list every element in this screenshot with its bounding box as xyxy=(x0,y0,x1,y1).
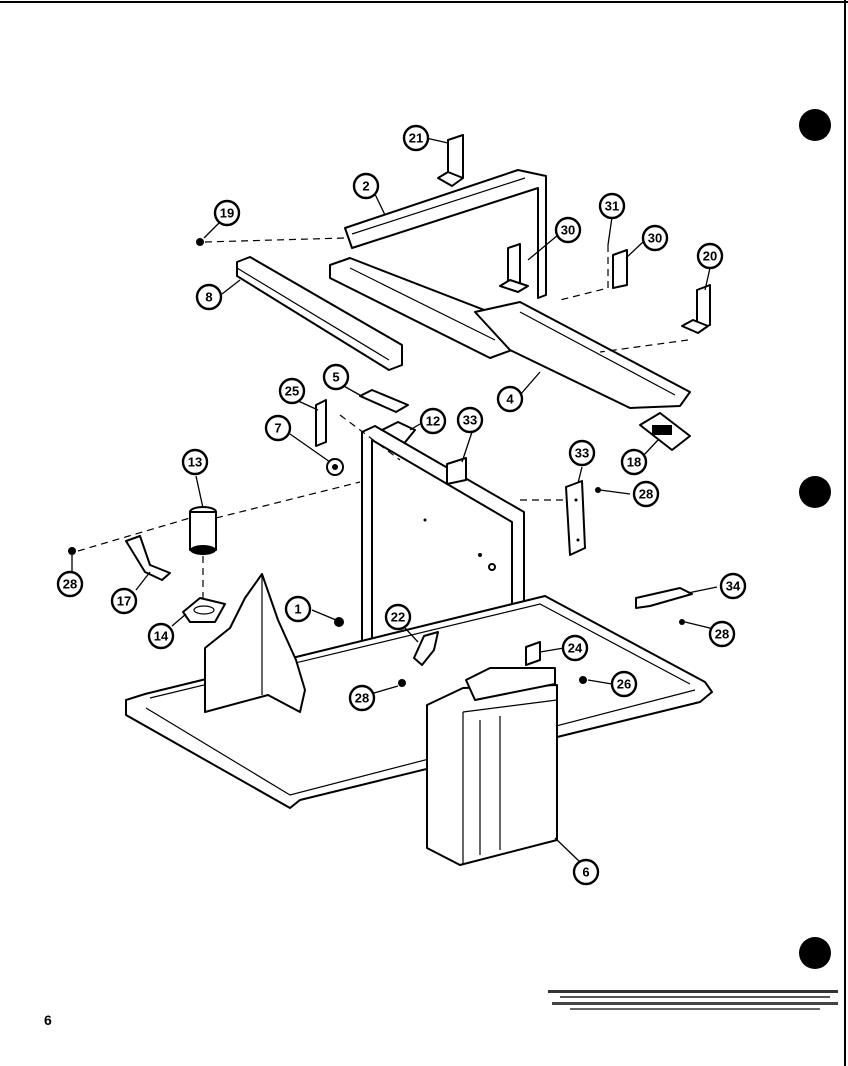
callout-21: 21 xyxy=(402,124,430,152)
callout-20: 20 xyxy=(696,242,724,270)
callout-13: 13 xyxy=(181,448,209,476)
align-line xyxy=(599,339,689,353)
svg-text:17: 17 xyxy=(117,594,131,609)
callout-7: 7 xyxy=(264,414,292,442)
svg-text:13: 13 xyxy=(188,455,202,470)
callout-12: 12 xyxy=(419,407,447,435)
svg-text:19: 19 xyxy=(220,206,234,221)
part-8-rail xyxy=(236,256,403,371)
svg-text:1: 1 xyxy=(294,602,301,617)
punch-hole-bottom xyxy=(799,937,831,969)
svg-text:26: 26 xyxy=(617,677,631,692)
part-5-clip xyxy=(359,389,409,413)
svg-text:14: 14 xyxy=(154,629,169,644)
callout-28-right: 28 xyxy=(632,480,660,508)
svg-text:7: 7 xyxy=(274,421,281,436)
part-30-bracket-left xyxy=(499,243,529,293)
callout-30-left: 30 xyxy=(554,216,582,244)
svg-text:25: 25 xyxy=(285,384,299,399)
part-28-screw-34 xyxy=(679,619,685,625)
part-24-bracket xyxy=(525,641,541,666)
svg-text:28: 28 xyxy=(715,627,729,642)
part-33-bracket-right xyxy=(565,480,586,556)
part-6-orifice-box xyxy=(426,667,558,866)
callout-24: 24 xyxy=(561,634,589,662)
part-25-bracket xyxy=(315,399,327,447)
part-28-screw-right xyxy=(595,487,601,493)
svg-text:20: 20 xyxy=(703,249,717,264)
part-19-screw xyxy=(196,238,204,246)
callout-25: 25 xyxy=(278,377,306,405)
svg-text:28: 28 xyxy=(63,577,77,592)
part-18-control-bracket xyxy=(639,412,691,451)
part-34-bracket xyxy=(635,587,693,609)
part-33-bracket-left xyxy=(446,457,467,485)
svg-text:28: 28 xyxy=(355,691,369,706)
align-line xyxy=(204,237,346,243)
svg-text:12: 12 xyxy=(426,414,440,429)
svg-text:30: 30 xyxy=(648,231,662,246)
align-line xyxy=(215,481,361,519)
svg-text:28: 28 xyxy=(639,487,653,502)
part-28-screw-base xyxy=(398,679,406,687)
part-22-clip xyxy=(413,631,439,666)
leader-lines xyxy=(71,137,719,863)
part-17-bracket xyxy=(125,535,171,581)
part-30-bracket-right xyxy=(612,249,628,289)
svg-text:33: 33 xyxy=(575,446,589,461)
svg-text:18: 18 xyxy=(627,455,641,470)
svg-text:5: 5 xyxy=(332,370,339,385)
svg-text:8: 8 xyxy=(205,290,212,305)
svg-text:33: 33 xyxy=(463,413,477,428)
svg-text:2: 2 xyxy=(362,179,369,194)
callout-26: 26 xyxy=(610,670,638,698)
part-20-bracket xyxy=(681,284,711,334)
callout-8: 8 xyxy=(195,283,223,311)
punch-hole-top xyxy=(799,109,831,141)
callout-6: 6 xyxy=(572,858,600,886)
callout-2: 2 xyxy=(352,172,380,200)
svg-text:30: 30 xyxy=(561,223,575,238)
svg-text:24: 24 xyxy=(568,641,583,656)
callout-34: 34 xyxy=(719,572,747,600)
callout-19: 19 xyxy=(213,199,241,227)
svg-text:31: 31 xyxy=(605,199,619,214)
svg-text:34: 34 xyxy=(726,579,741,594)
callout-17: 17 xyxy=(110,587,138,615)
part-14-strap xyxy=(182,597,226,623)
part-1-grommet xyxy=(334,617,344,627)
svg-text:22: 22 xyxy=(391,610,405,625)
part-21-bracket xyxy=(437,134,464,187)
page-number: 6 xyxy=(44,1012,52,1028)
part-2-back-rail xyxy=(344,169,547,299)
align-line xyxy=(559,245,609,301)
svg-text:4: 4 xyxy=(506,392,514,407)
part-13-capacitor xyxy=(189,506,217,555)
callout-30-right: 30 xyxy=(641,224,669,252)
scan-noise-band xyxy=(548,990,838,1010)
part-26-screw xyxy=(579,676,587,684)
callout-28-34: 28 xyxy=(708,620,736,648)
align-line xyxy=(339,414,401,461)
callout-33-left: 33 xyxy=(456,406,484,434)
svg-text:6: 6 xyxy=(582,865,589,880)
part-7-grommet xyxy=(326,458,344,476)
fan-shroud xyxy=(204,573,306,713)
callout-31: 31 xyxy=(598,192,626,220)
callout-4: 4 xyxy=(496,385,524,413)
callout-5: 5 xyxy=(322,363,350,391)
part-4-top-tray xyxy=(329,257,691,409)
callout-28-left: 28 xyxy=(56,570,84,598)
callout-28-base: 28 xyxy=(348,684,376,712)
callout-22: 22 xyxy=(384,603,412,631)
callout-18: 18 xyxy=(620,448,648,476)
align-line xyxy=(77,517,191,552)
callout-33-right: 33 xyxy=(568,439,596,467)
callout-14: 14 xyxy=(147,622,175,650)
punch-hole-middle xyxy=(799,476,831,508)
svg-text:21: 21 xyxy=(409,131,423,146)
callout-1: 1 xyxy=(284,595,312,623)
part-28-screw-left xyxy=(68,547,76,555)
